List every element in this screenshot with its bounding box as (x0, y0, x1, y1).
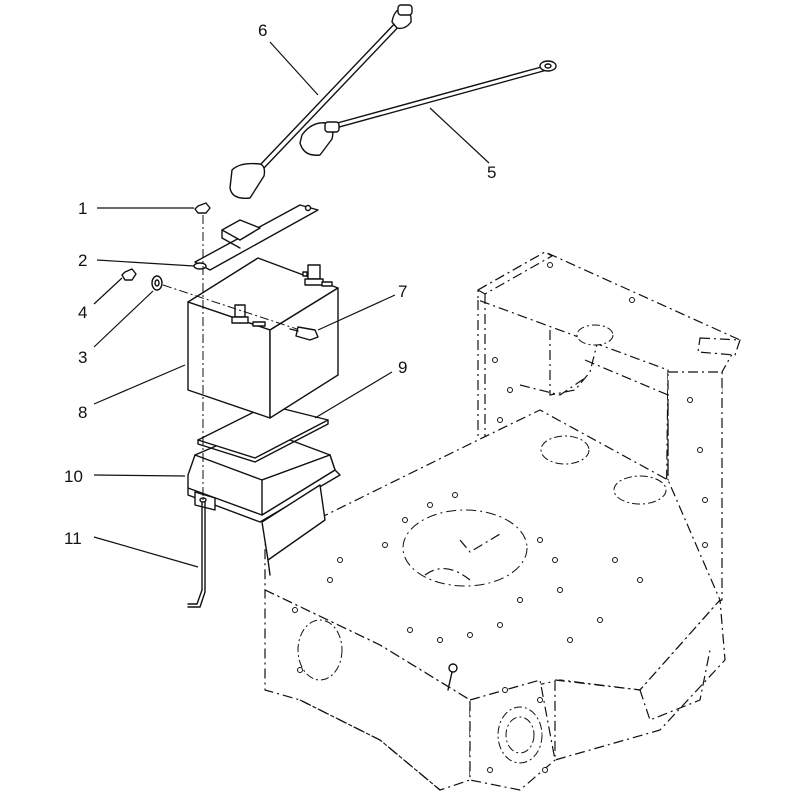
terminal-bolt (289, 326, 319, 341)
j-bolt-rod (187, 497, 207, 608)
nut (194, 202, 211, 214)
callout-6: 6 (258, 21, 267, 40)
frame-hook-pin (447, 663, 458, 691)
chassis-frame (264, 251, 741, 791)
callout-10: 10 (64, 467, 83, 486)
callout-labels: 1 2 3 4 5 6 7 8 9 10 11 (64, 21, 496, 548)
positive-cable (229, 4, 413, 199)
frame-bolt-holes (292, 262, 708, 773)
negative-cable (299, 60, 557, 156)
callout-3: 3 (78, 348, 87, 367)
callout-7: 7 (398, 282, 407, 301)
terminal-washer (151, 275, 163, 291)
callout-4: 4 (78, 303, 87, 322)
callout-8: 8 (78, 403, 87, 422)
leader-lines (93, 41, 490, 568)
callout-9: 9 (398, 358, 407, 377)
terminal-axis (162, 284, 301, 331)
battery (187, 257, 339, 419)
callout-2: 2 (78, 251, 87, 270)
callout-11: 11 (64, 529, 82, 548)
callout-5: 5 (487, 163, 496, 182)
battery-pad (197, 404, 329, 463)
callout-1: 1 (78, 199, 87, 218)
terminal-nut (121, 268, 137, 281)
